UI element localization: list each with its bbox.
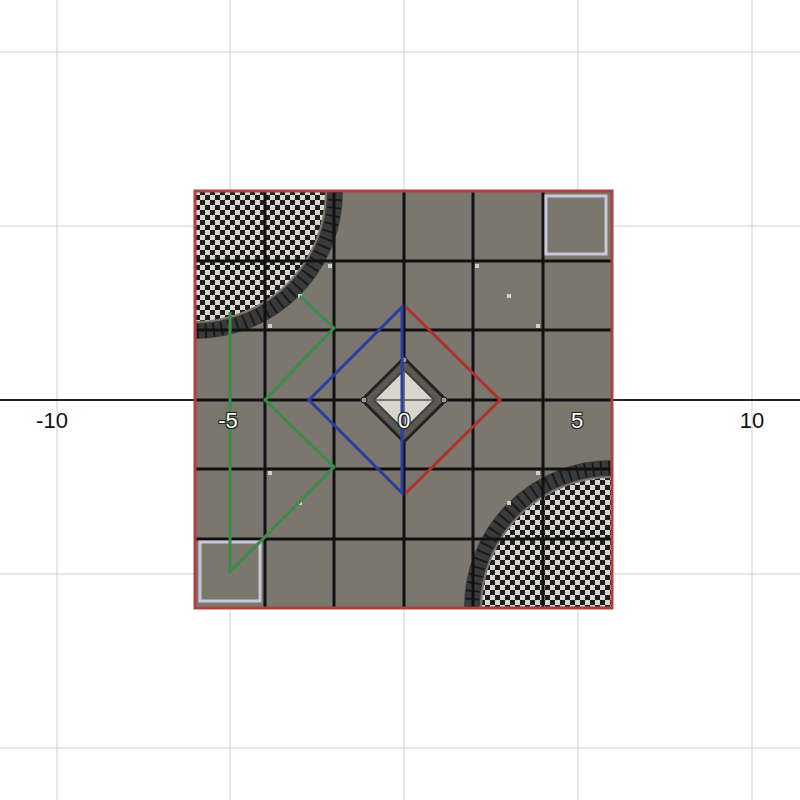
green-path: [230, 296, 334, 572]
marker-dot: [268, 324, 272, 328]
marker-dot: [268, 471, 272, 475]
marker-dot: [507, 501, 511, 505]
red-path: [406, 307, 500, 493]
grid-line: [0, 52, 800, 53]
tile-seam: [195, 538, 612, 541]
field-markers: [268, 264, 540, 505]
center-post: [361, 397, 367, 403]
checker-zone: [482, 478, 612, 608]
marker-dot: [536, 471, 540, 475]
marker-dot: [328, 264, 332, 268]
center-post: [441, 397, 447, 403]
tile-seam: [195, 260, 612, 263]
center-base: [362, 358, 446, 442]
x-axis: [0, 399, 800, 401]
marker-dot: [475, 264, 479, 268]
center-structure: [361, 357, 447, 442]
start-pad: [546, 196, 606, 254]
axis-tick-label: 10: [740, 408, 764, 434]
field-floor: [195, 191, 612, 608]
grid-line: [0, 748, 800, 749]
axis-tick-label: 5: [571, 408, 583, 434]
tile-seams: [195, 191, 612, 608]
marker-dot: [507, 294, 511, 298]
axis-tick-label: -5: [218, 408, 238, 434]
field-border: [195, 191, 612, 608]
corner-zones: [195, 191, 612, 608]
marker-dot: [536, 324, 540, 328]
axis-tick-label: 0: [398, 408, 410, 434]
blue-path: [309, 307, 402, 493]
axis-tick-label: -10: [36, 408, 68, 434]
center-ridge: [374, 399, 434, 401]
